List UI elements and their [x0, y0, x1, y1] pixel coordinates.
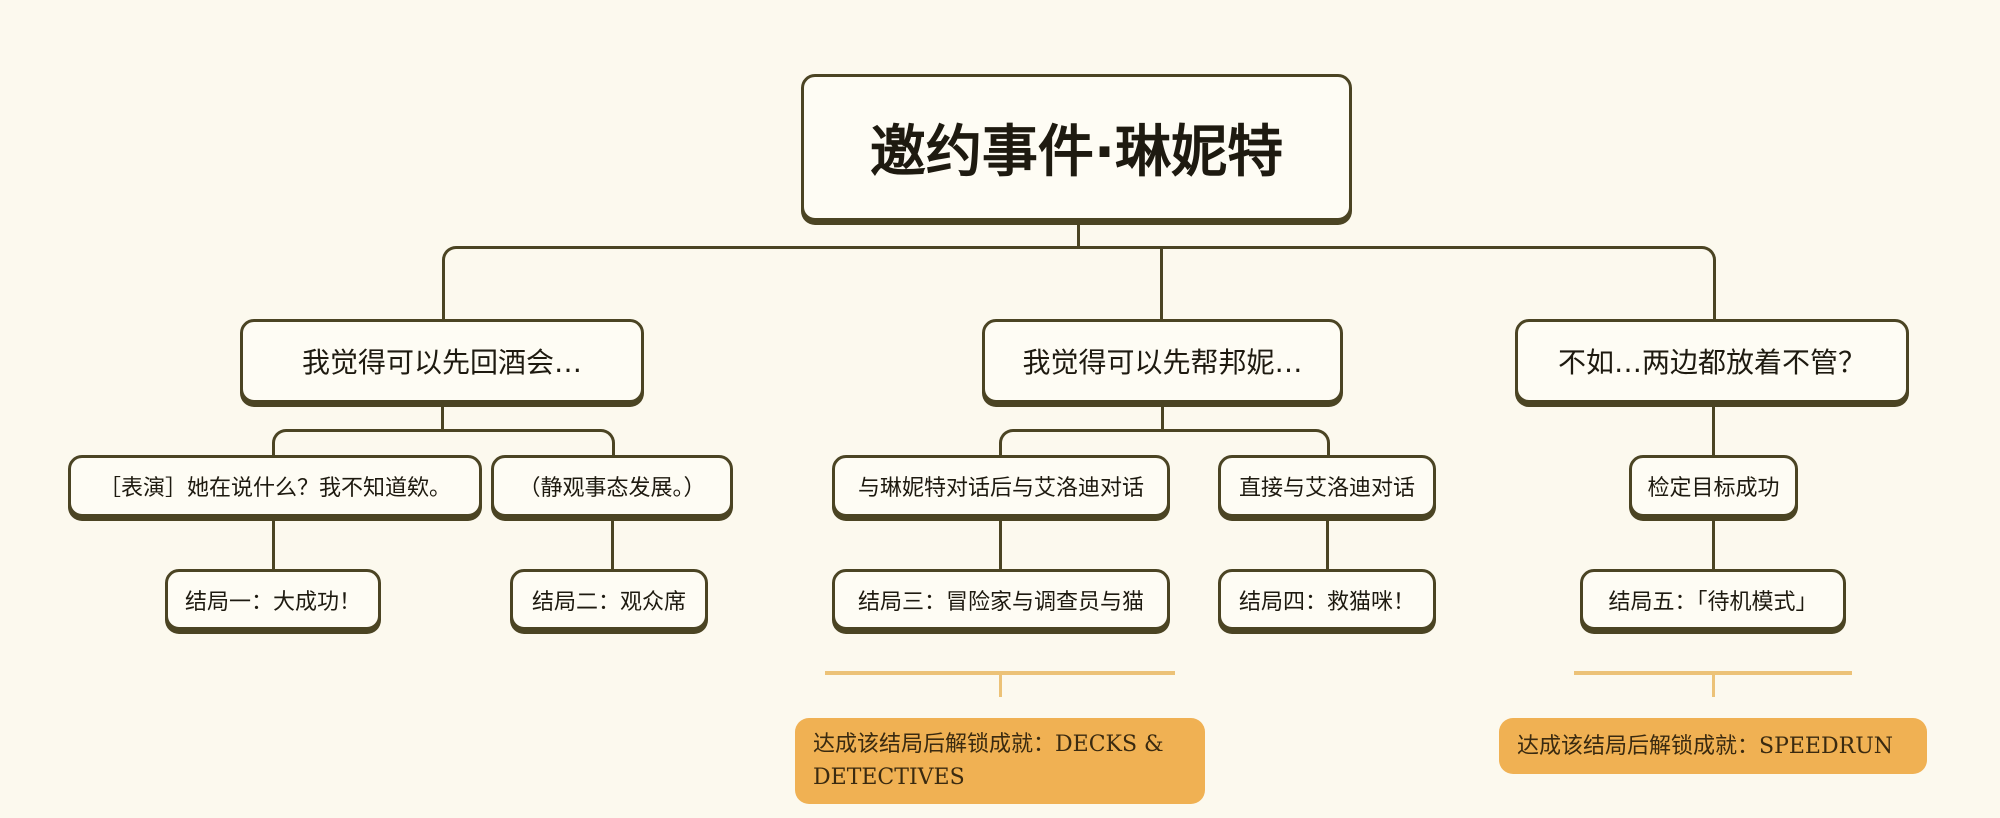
- connector: [1712, 517, 1715, 570]
- achievement-bracket: [1712, 674, 1715, 697]
- ending-node: 结局一：大成功！: [165, 569, 381, 630]
- connector: [1077, 221, 1080, 247]
- choice-node-return-party: 我觉得可以先回酒会…: [240, 319, 644, 403]
- achievement-note-speedrun: 达成该结局后解锁成就：SPEEDRUN: [1499, 718, 1927, 774]
- step-node: 检定目标成功: [1629, 455, 1798, 517]
- choice-node-ignore-both: 不如…两边都放着不管？: [1515, 319, 1909, 403]
- achievement-bracket: [1574, 671, 1852, 675]
- ending-node: 结局四：救猫咪！: [1218, 569, 1436, 630]
- achievement-bracket: [999, 674, 1002, 697]
- ending-node: 结局二：观众席: [510, 569, 708, 630]
- ending-node: 结局五：「待机模式」: [1580, 569, 1846, 630]
- connector: [1712, 403, 1715, 456]
- choice-node-help-bonnie: 我觉得可以先帮邦妮…: [982, 319, 1343, 403]
- achievement-note-decks-detectives: 达成该结局后解锁成就：DECKS & DETECTIVES: [795, 718, 1205, 804]
- achievement-bracket: [825, 671, 1175, 675]
- connector: [999, 517, 1002, 570]
- step-node: 直接与艾洛迪对话: [1218, 455, 1436, 517]
- connector: [272, 517, 275, 570]
- connector: [611, 517, 614, 570]
- connector: [1326, 517, 1329, 570]
- connector: [272, 429, 615, 456]
- connector: [1160, 246, 1163, 320]
- step-node: 与琳妮特对话后与艾洛迪对话: [832, 455, 1170, 517]
- connector: [999, 429, 1330, 456]
- connector: [441, 403, 444, 431]
- step-node: ［表演］她在说什么？我不知道欸。: [68, 455, 482, 517]
- ending-node: 结局三：冒险家与调查员与猫: [832, 569, 1170, 630]
- connector: [442, 246, 1716, 320]
- step-node: （静观事态发展。）: [491, 455, 733, 517]
- connector: [1161, 403, 1164, 431]
- title-node: 邀约事件·琳妮特: [801, 74, 1352, 221]
